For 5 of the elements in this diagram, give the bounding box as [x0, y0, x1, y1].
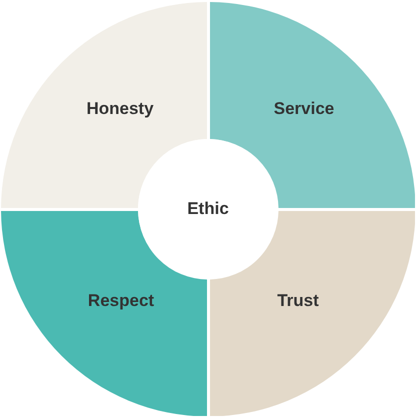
- segment-label: Trust: [277, 291, 319, 311]
- segment-label: Respect: [88, 291, 154, 311]
- segment-label: Honesty: [86, 99, 154, 119]
- segment-label: Service: [274, 99, 334, 119]
- segment-label: Ethic: [187, 199, 229, 219]
